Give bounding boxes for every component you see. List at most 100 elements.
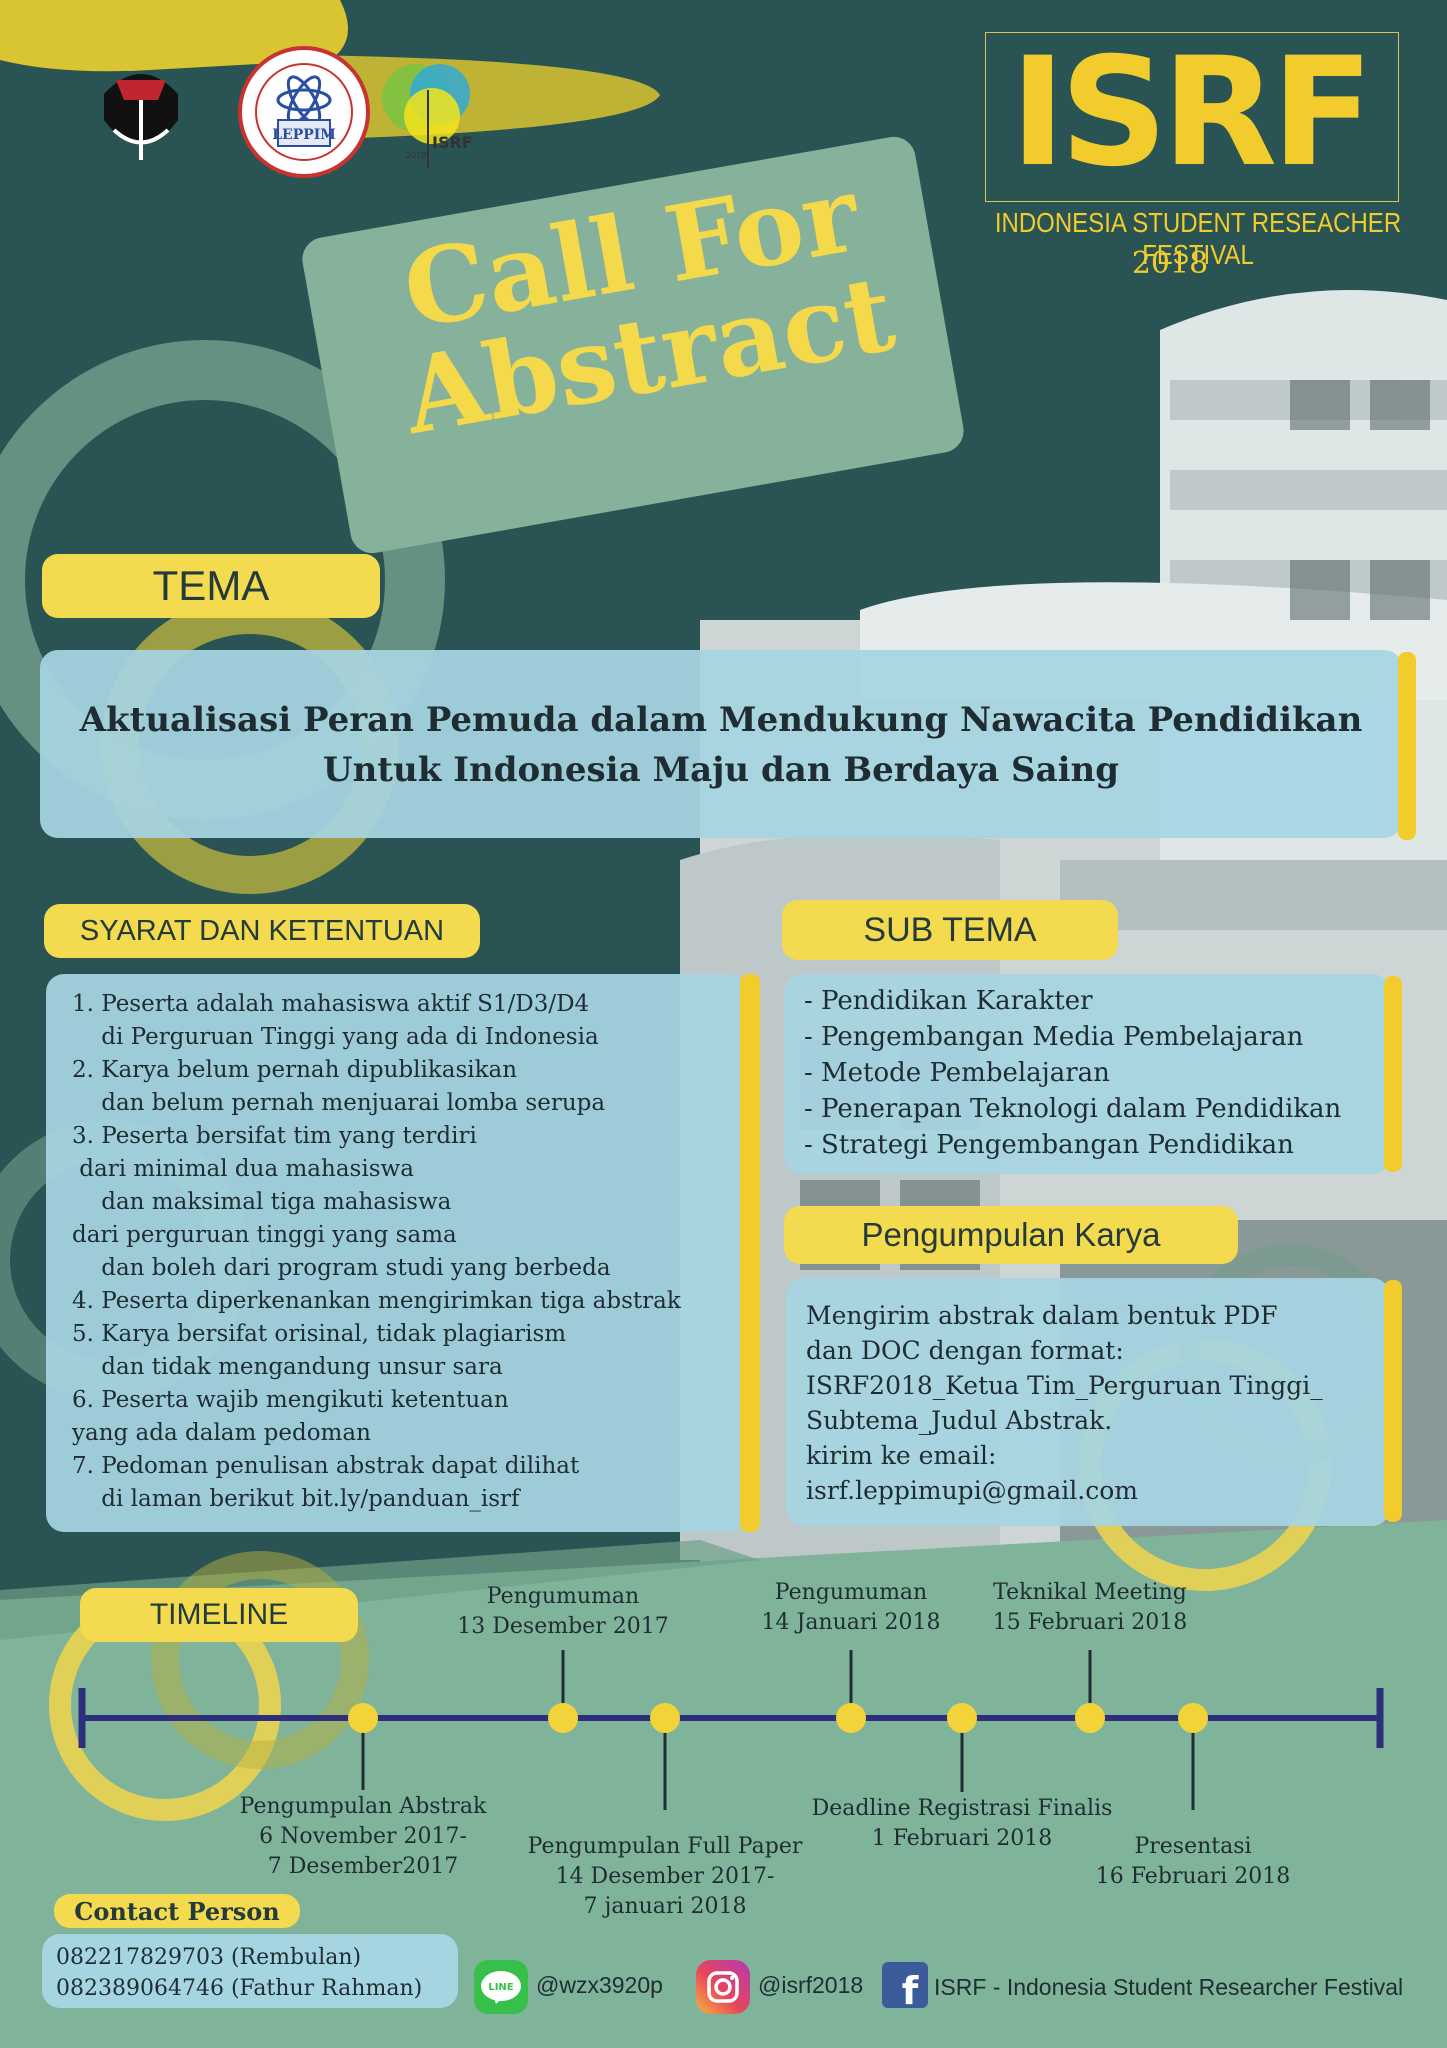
event-date: 13 Desember 2017 <box>457 1614 669 1639</box>
contact-phone[interactable]: 082217829703 (Rembulan) <box>56 1945 362 1970</box>
syarat-panel-bar <box>740 974 760 1532</box>
event-title: Presentasi <box>1134 1834 1252 1859</box>
timeline-event-below: Presentasi 16 Februari 2018 <box>1063 1832 1323 1892</box>
event-title: Pengumpulan Full Paper <box>527 1834 803 1859</box>
sub-tema-panel-bar <box>1384 976 1402 1172</box>
syarat-line: di Perguruan Tinggi yang ada di Indonesi… <box>72 1024 599 1050</box>
syarat-line: 6. Peserta wajib mengikuti ketentuan <box>72 1387 509 1413</box>
brand-subtitle: INDONESIA STUDENT RESEACHER FESTIVAL <box>994 207 1402 272</box>
brand-letters: ISRF <box>1010 26 1374 200</box>
instagram-handle[interactable]: @isrf2018 <box>758 1972 864 1998</box>
timeline-event-above: Pengumuman 13 Desember 2017 <box>423 1582 703 1642</box>
pengumpulan-line: ISRF2018_Ketua Tim_Perguruan Tinggi_ <box>806 1371 1323 1400</box>
pengumpulan-line: dan DOC dengan format: <box>806 1336 1124 1365</box>
timeline-axis <box>78 1650 1384 1810</box>
timeline-dot <box>650 1703 680 1733</box>
tema-panel-bar <box>1398 652 1416 840</box>
syarat-line: di laman berikut bit.ly/panduan_isrf <box>72 1486 520 1512</box>
line-icon[interactable]: LINE <box>474 1960 528 2014</box>
timeline-dot <box>1075 1703 1105 1733</box>
sub-tema-item: - Pengembangan Media Pembelajaran <box>804 1022 1304 1052</box>
pengumpulan-text: Mengirim abstrak dalam bentuk PDF dan DO… <box>806 1298 1386 1508</box>
leppim-logo: LEPPIM <box>238 46 370 178</box>
ring-bottom-olive <box>151 1551 369 1769</box>
contact-lines: 082217829703 (Rembulan) 082389064746 (Fa… <box>56 1942 422 2004</box>
university-logo <box>104 74 178 160</box>
instagram-glyph <box>707 1971 739 2003</box>
facebook-icon[interactable]: f <box>882 1962 928 2013</box>
pengumpulan-panel <box>786 1278 1390 1526</box>
syarat-line: dan tidak mengandung unsur sara <box>72 1354 503 1380</box>
timeline-dot <box>947 1703 977 1733</box>
event-title: Pengumuman <box>774 1580 928 1605</box>
syarat-line: dan belum pernah menjuarai lomba serupa <box>72 1090 606 1116</box>
sub-tema-item: - Strategi Pengembangan Pendidikan <box>804 1130 1294 1160</box>
sub-tema-item: - Penerapan Teknologi dalam Pendidikan <box>804 1094 1342 1124</box>
timeline-event-above: Teknikal Meeting 15 Februari 2018 <box>950 1578 1230 1638</box>
event-date: 14 Januari 2018 <box>761 1610 941 1635</box>
timeline-dot <box>1178 1703 1208 1733</box>
facebook-glyph: f <box>902 1969 919 2013</box>
event-title: Pengumpulan Abstrak <box>239 1794 487 1819</box>
timeline-event-above: Pengumuman 14 Januari 2018 <box>711 1578 991 1638</box>
line-id[interactable]: @wzx3920p <box>536 1972 663 1998</box>
event-date: 14 Desember 2017- <box>555 1864 775 1889</box>
isrf-small-year: 2018 <box>406 151 426 160</box>
line-icon-text: LINE <box>488 1982 513 1993</box>
event-date: 6 November 2017- <box>259 1824 467 1849</box>
brand-frame <box>985 32 1399 202</box>
pengumpulan-label: Pengumpulan Karya <box>784 1206 1238 1264</box>
fb-icon-text: f <box>902 1969 919 2008</box>
syarat-line: dari perguruan tinggi yang sama <box>72 1222 457 1248</box>
instagram-icon[interactable] <box>696 1960 750 2014</box>
line-bubble-icon: LINE <box>481 1971 521 2004</box>
timeline-dot <box>548 1703 578 1733</box>
timeline-event-below: Pengumpulan Full Paper 14 Desember 2017-… <box>505 1832 825 1922</box>
sub-tema-item: - Metode Pembelajaran <box>804 1058 1110 1088</box>
syarat-line: 4. Peserta diperkenankan mengirimkan tig… <box>72 1288 681 1314</box>
event-title: Pengumuman <box>486 1584 640 1609</box>
syarat-line: 3. Peserta bersifat tim yang terdiri <box>72 1123 477 1149</box>
leppim-text: LEPPIM <box>272 127 336 143</box>
syarat-list: 1. Peserta adalah mahasiswa aktif S1/D3/… <box>72 988 752 1516</box>
facebook-page[interactable]: ISRF - Indonesia Student Researcher Fest… <box>934 1974 1404 2000</box>
event-date: 15 Februari 2018 <box>992 1610 1188 1635</box>
tema-line-2: Untuk Indonesia Maju dan Berdaya Saing <box>322 750 1120 790</box>
syarat-panel <box>46 974 746 1532</box>
isrf-small-logo: 2018 ISRF <box>382 64 473 168</box>
timeline-event-below: Deadline Registrasi Finalis 1 Februari 2… <box>792 1794 1132 1854</box>
sub-tema-label: SUB TEMA <box>782 900 1118 960</box>
pengumpulan-line: kirim ke email: <box>806 1441 997 1470</box>
syarat-line: dan boleh dari program studi yang berbed… <box>72 1255 611 1281</box>
tema-line-1: Aktualisasi Peran Pemuda dalam Mendukung… <box>79 700 1363 740</box>
brand-year: 2018 <box>1131 246 1209 281</box>
timeline-dot <box>836 1703 866 1733</box>
sub-tema-list: - Pendidikan Karakter - Pengembangan Med… <box>804 983 1394 1163</box>
event-date-2: 7 Desember2017 <box>267 1854 459 1879</box>
sub-tema-item: - Pendidikan Karakter <box>804 986 1093 1016</box>
contact-label: Contact Person <box>54 1894 300 1928</box>
timeline-label: TIMELINE <box>80 1588 358 1642</box>
event-title: Teknikal Meeting <box>993 1580 1187 1605</box>
event-title: Deadline Registrasi Finalis <box>811 1796 1113 1821</box>
event-date: 16 Februari 2018 <box>1095 1864 1291 1889</box>
syarat-line: dan maksimal tiga mahasiswa <box>72 1189 452 1215</box>
timeline-event-below: Pengumpulan Abstrak 6 November 2017- 7 D… <box>213 1792 513 1882</box>
pengumpulan-panel-bar <box>1384 1280 1402 1522</box>
pengumpulan-email[interactable]: isrf.leppimupi@gmail.com <box>806 1476 1138 1505</box>
event-date: 1 Februari 2018 <box>871 1826 1053 1851</box>
timeline-dot <box>348 1703 378 1733</box>
syarat-line: 7. Pedoman penulisan abstrak dapat dilih… <box>72 1453 580 1479</box>
syarat-line: 1. Peserta adalah mahasiswa aktif S1/D3/… <box>72 991 590 1017</box>
event-date-2: 7 januari 2018 <box>583 1894 747 1919</box>
syarat-line: dari minimal dua mahasiswa <box>72 1156 414 1182</box>
tema-panel <box>40 650 1402 838</box>
syarat-line: yang ada dalam pedoman <box>72 1420 371 1446</box>
syarat-line: 5. Karya bersifat orisinal, tidak plagia… <box>72 1321 567 1347</box>
tema-text: Aktualisasi Peran Pemuda dalam Mendukung… <box>46 695 1396 795</box>
sub-tema-panel <box>784 974 1390 1174</box>
pengumpulan-line: Subtema_Judul Abstrak. <box>806 1406 1113 1435</box>
contact-phone[interactable]: 082389064746 (Fathur Rahman) <box>56 1976 423 2001</box>
contact-box <box>42 1934 458 2008</box>
